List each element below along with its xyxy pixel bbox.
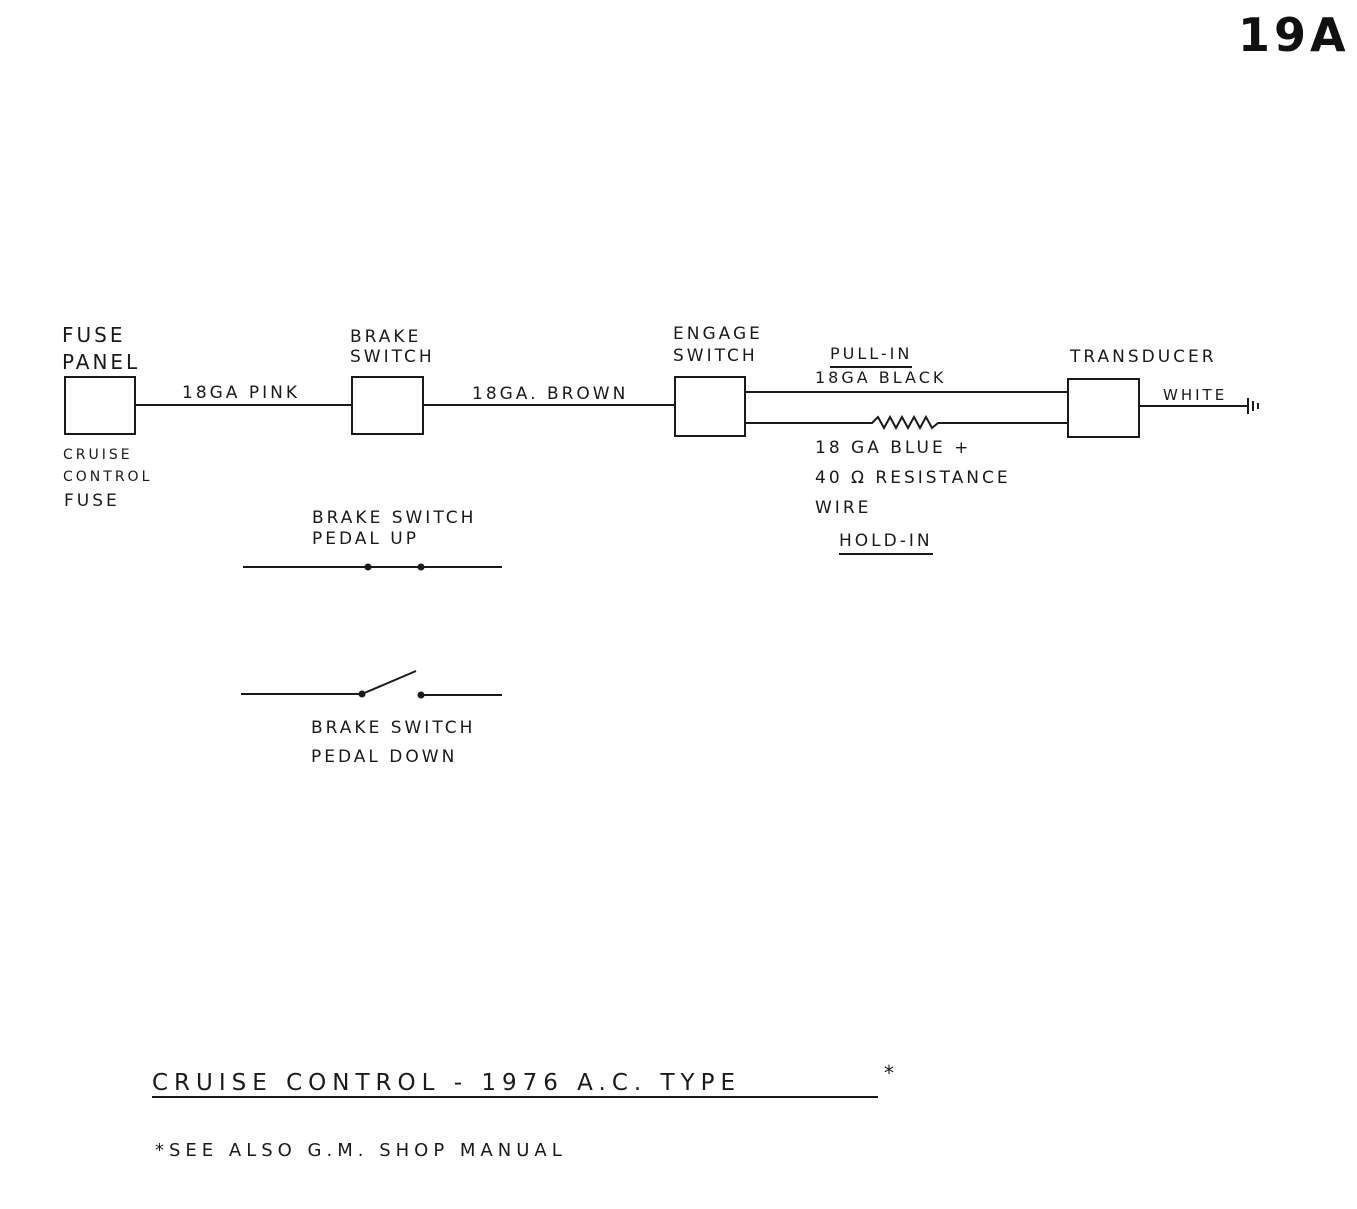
hold-in-title: HOLD-IN (839, 530, 933, 555)
diagram-title: CRUISE CONTROL - 1976 A.C. TYPE (152, 1072, 878, 1098)
pedal-up-label-1: BRAKE SWITCH (312, 508, 477, 528)
hold-in-line-2: 40 Ω RESISTANCE (815, 468, 1011, 488)
pedal-up-contact-right (417, 563, 425, 571)
pull-in-wire-label: 18GA BLACK (815, 368, 947, 387)
fuse-caption-1: CRUISE (63, 447, 133, 463)
title-footnote-mark: * (884, 1061, 897, 1085)
pedal-down-contact-left (358, 690, 366, 698)
pink-wire-label: 18GA PINK (182, 383, 300, 403)
fuse-panel-label-1: FUSE (62, 323, 126, 347)
pull-in-title: PULL-IN (830, 343, 913, 368)
transducer-box (1067, 378, 1140, 438)
pedal-up-contact-left (364, 563, 372, 571)
pedal-up-label-2: PEDAL UP (312, 529, 419, 549)
transducer-label: TRANSDUCER (1070, 347, 1217, 367)
fuse-caption-2: CONTROL (63, 469, 153, 485)
fuse-panel-box (64, 376, 136, 435)
pedal-down-contact-right (417, 691, 425, 699)
pedal-down-blade (361, 670, 417, 695)
engage-switch-box (674, 376, 746, 437)
pedal-down-label-1: BRAKE SWITCH (311, 718, 476, 738)
white-wire-label: WHITE (1163, 386, 1228, 404)
hold-in-line-3: WIRE (815, 498, 872, 518)
brake-switch-label-1: BRAKE (350, 327, 422, 347)
pedal-down-label-2: PEDAL DOWN (311, 747, 458, 767)
brown-wire-label: 18GA. BROWN (472, 384, 629, 404)
footnote: *SEE ALSO G.M. SHOP MANUAL (155, 1140, 567, 1161)
fuse-caption-3: FUSE (64, 491, 120, 511)
brake-switch-box (351, 376, 424, 435)
fuse-panel-label-2: PANEL (62, 350, 141, 374)
engage-switch-label-1: ENGAGE (673, 324, 763, 344)
page-number: 19A (1238, 8, 1350, 62)
blue-hold-in-wire-with-resistor (745, 414, 1068, 431)
hold-in-line-1: 18 GA BLUE + (815, 438, 972, 458)
brake-switch-label-2: SWITCH (350, 347, 435, 367)
engage-switch-label-2: SWITCH (673, 346, 758, 366)
